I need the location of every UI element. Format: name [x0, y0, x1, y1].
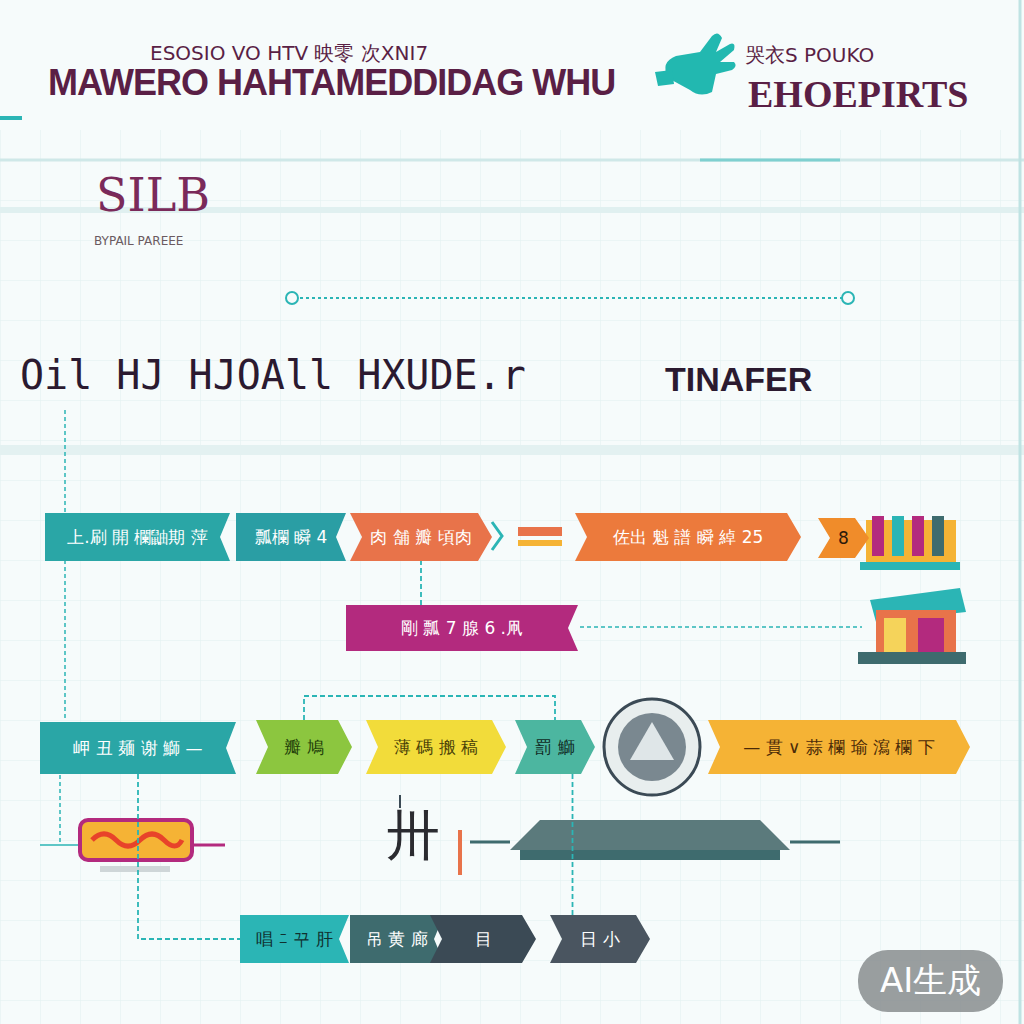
dashed-connector	[138, 774, 240, 939]
process-band: 上.刷 開 欄鼬期 萍	[45, 513, 230, 561]
process-chevron: 肉 舗 瓣 頃肉	[350, 513, 492, 561]
node-label: 上.刷 開 欄鼬期 萍	[67, 526, 208, 549]
pavilion-icon	[858, 588, 966, 664]
node-label: 剛 瓢 7 腺 6 .凧	[401, 617, 523, 640]
node-label: 唱 ﾆ 꾸 肝	[256, 928, 332, 951]
process-chevron: 薄 碼 搬 稿	[366, 720, 506, 774]
process-chevron: 瓣 鳩	[256, 720, 352, 774]
round-emblem	[604, 699, 700, 795]
dashed-connector	[420, 561, 422, 605]
glyph-mark: 卅	[386, 800, 440, 873]
watermark: AI生成	[858, 950, 1003, 1012]
platform-illustration	[470, 820, 840, 860]
process-chevron: 目	[430, 915, 536, 963]
process-chevron: — 貫 ∨ 蒜 欄 瑜 瀉 欄 下	[708, 720, 970, 774]
process-band: 吊 黄 廊	[350, 915, 444, 963]
banner-word: EHOEPIRTS	[748, 72, 968, 116]
node-label: 8	[838, 528, 849, 548]
building-icon	[860, 516, 960, 570]
banner-subtitle: 哭衣S POUKO	[745, 42, 874, 69]
node-label: — 貫 ∨ 蒜 欄 瑜 瀉 欄 下	[743, 736, 935, 759]
step-marker: 8	[818, 518, 869, 558]
node-label: 吊 黄 廊	[366, 928, 428, 951]
node-label: 罰 鰤	[535, 736, 574, 759]
hand-icon	[655, 33, 736, 94]
banner-title: MAWERO HAHTAMEDDIDAG WHU	[48, 62, 615, 104]
node-label: 目	[475, 928, 492, 951]
node-label: 薄 碼 搬 稿	[394, 736, 478, 759]
node-label: 瓢欄 瞬 4	[255, 526, 328, 549]
dashed-connector	[572, 774, 574, 915]
node-label: 肉 舗 瓣 頃肉	[370, 526, 471, 549]
node-label: 日 小	[580, 928, 619, 951]
process-chevron: 罰 鰤	[515, 720, 595, 774]
process-band: 瓢欄 瞬 4	[236, 513, 346, 561]
heater-icon	[80, 820, 225, 872]
node-label: 瓣 鳩	[284, 736, 323, 759]
section-heading: Oil HJ HJOAll HXUDE.r	[20, 352, 526, 398]
process-chevron: 佐出 魁 譜 瞬 綽 25	[575, 513, 801, 561]
logo-text: SILB	[96, 168, 210, 222]
banner-subtitle: ESOSIO VO HTV 映零 次XNI7	[150, 40, 428, 67]
process-band: 岬 丑 麺 谢 鰤 —	[40, 722, 236, 774]
node-label: 佐出 魁 譜 瞬 綽 25	[613, 526, 764, 549]
process-chevron: 日 小	[550, 915, 650, 963]
process-band: 剛 瓢 7 腺 6 .凧	[346, 605, 578, 651]
logo-caption: BYPAIL PAREEE	[94, 234, 183, 248]
dashed-connector	[304, 696, 555, 720]
section-heading: TINAFER	[665, 360, 812, 399]
node-label: 岬 丑 麺 谢 鰤 —	[73, 737, 202, 760]
process-band: 唱 ﾆ 꾸 肝	[240, 915, 349, 963]
